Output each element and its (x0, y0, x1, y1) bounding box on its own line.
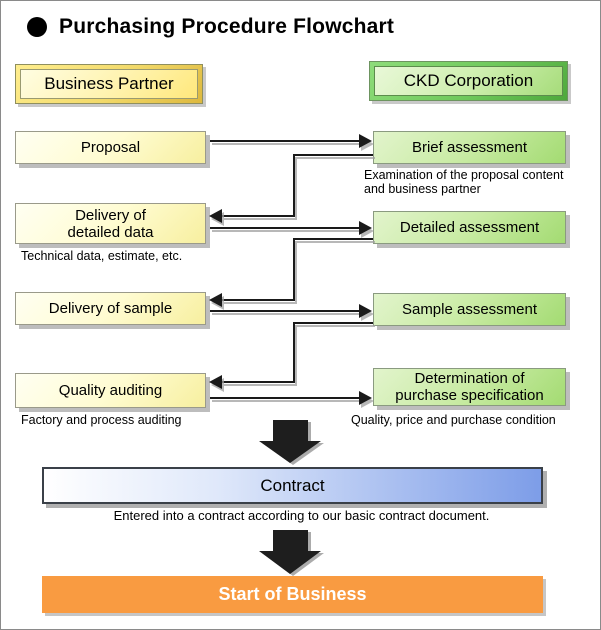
arrowhead-right-icon (359, 134, 372, 148)
bullet-icon (27, 17, 47, 37)
caption-contract: Entered into a contract according to our… (113, 508, 490, 523)
connector-lines (210, 140, 373, 399)
caption-brief-assessment-line1: Examination of the proposal content (364, 168, 564, 182)
page-title: Purchasing Procedure Flowchart (59, 15, 395, 38)
box-determination-of-purchase-specification: Determination of purchase specification (373, 368, 566, 406)
arrowhead-right-icon (359, 221, 372, 235)
header-ckd-corporation: CKD Corporation (369, 61, 568, 101)
big-down-arrow-icon (259, 420, 321, 463)
header-business-partner: Business Partner (15, 64, 203, 104)
connector-arrowheads (209, 134, 372, 405)
box-contract-label: Contract (260, 475, 325, 495)
header-business-partner-label: Business Partner (20, 69, 198, 99)
box-quality-auditing: Quality auditing (15, 373, 206, 408)
box-brief-assessment-label: Brief assessment (411, 139, 528, 156)
box-sample-assessment: Sample assessment (373, 293, 566, 326)
box-detailed-assessment-label: Detailed assessment (399, 219, 540, 236)
caption-brief-assessment-line2: and business partner (364, 182, 481, 196)
arrowhead-left-icon (209, 375, 222, 389)
box-delivery-of-detailed-data: Delivery of detailed data (15, 203, 206, 244)
arrowhead-right-icon (359, 304, 372, 318)
elbow-detailed-to-sample (222, 238, 373, 301)
box-contract: Contract (42, 467, 543, 504)
big-down-arrow-icon (259, 530, 321, 574)
box-delivery-of-sample-label: Delivery of sample (48, 300, 173, 317)
caption-technical-data: Technical data, estimate, etc. (21, 249, 183, 263)
elbow-brief-to-detaileddata (222, 154, 373, 217)
page-title-row: Purchasing Procedure Flowchart (27, 15, 394, 39)
box-brief-assessment: Brief assessment (373, 131, 566, 164)
box-delivery-of-detailed-data-line1: Delivery of (75, 206, 146, 224)
arrowhead-left-icon (209, 293, 222, 307)
box-determination-line1: Determination of (414, 370, 525, 387)
caption-brief-assessment: Examination of the proposal content and … (364, 168, 563, 196)
box-proposal-label: Proposal (80, 139, 141, 156)
caption-factory-auditing: Factory and process auditing (21, 413, 182, 427)
box-start-of-business-label: Start of Business (218, 584, 367, 604)
arrowhead-right-icon (359, 391, 372, 405)
box-start-of-business: Start of Business (42, 576, 543, 613)
header-ckd-corporation-label: CKD Corporation (374, 66, 563, 96)
box-quality-auditing-label: Quality auditing (58, 382, 163, 399)
arrowhead-left-icon (209, 209, 222, 223)
box-sample-assessment-label: Sample assessment (401, 301, 538, 318)
caption-quality-price: Quality, price and purchase condition (351, 413, 556, 427)
elbow-sampleassessment-to-quality (222, 322, 373, 383)
box-delivery-of-sample: Delivery of sample (15, 292, 206, 325)
box-determination-line2: purchase specification (395, 387, 544, 404)
box-detailed-assessment: Detailed assessment (373, 211, 566, 244)
box-delivery-of-detailed-data-line2: detailed data (67, 223, 154, 241)
box-proposal: Proposal (15, 131, 206, 164)
